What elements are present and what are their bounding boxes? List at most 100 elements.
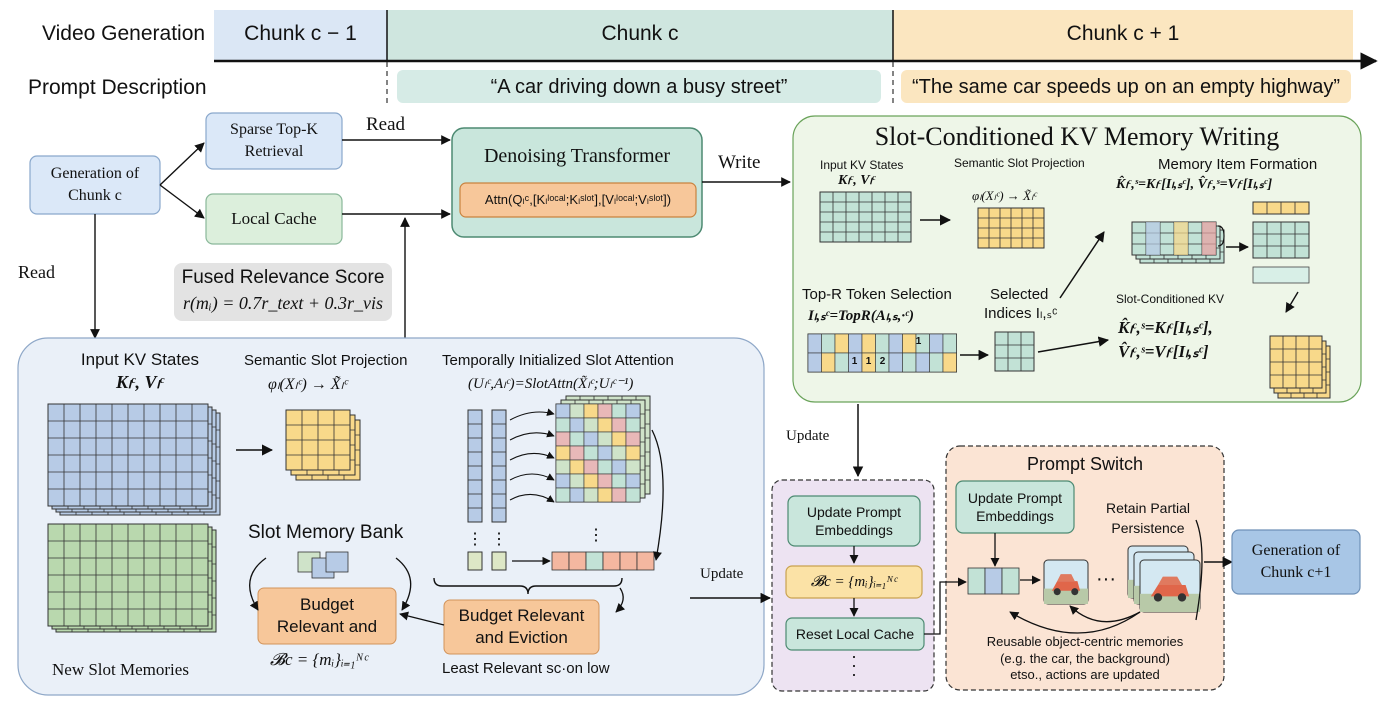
- sw-token-num: 1: [915, 336, 922, 347]
- sw-token-cell: [807, 352, 822, 373]
- sw-token-cell: [821, 352, 836, 373]
- sw-token-cell: [929, 352, 944, 373]
- sw-token-num: 1: [851, 356, 858, 367]
- sm-slot-bottom-1: [467, 551, 483, 571]
- sw-mem-accent: [1174, 222, 1188, 255]
- sm-least-relevant: Least Relevant sc·on low: [442, 660, 610, 677]
- write-label: Write: [718, 152, 761, 173]
- attn-formula-box: [459, 182, 697, 218]
- sw-token-cell: [875, 333, 890, 354]
- sm-attn-cell: [555, 473, 571, 489]
- sm-attn-cell: [611, 473, 627, 489]
- sm-attn-cell: [555, 487, 571, 503]
- ps-car-stack-front: [1139, 559, 1201, 613]
- sw-mem-top-row: [1252, 201, 1310, 215]
- sm-bank-label: Slot Memory Bank: [248, 522, 404, 543]
- chunk-prev-label: Chunk c − 1: [244, 22, 357, 45]
- sm-vdots: ⋮: [491, 531, 507, 548]
- sm-attn-cell: [583, 473, 599, 489]
- sw-input-kv-grid: [819, 191, 912, 243]
- sw-input-kv-label: Input KV States: [820, 158, 904, 172]
- sw-token-cell: [848, 333, 863, 354]
- attn-formula-text: Attn(Qₗᶜ,[Kₗˡᵒᶜᵃˡ;Kₗˢˡᵒᵗ],[Vₗˡᵒᶜᵃˡ;Vₗˢˡᵒ…: [484, 192, 672, 207]
- sm-attn-cell: [583, 403, 599, 419]
- sw-memory-item-formula: K̂ₗᶜ,ˢ=Kₗᶜ[Iₗ,ₛᶜ], V̂ₗᶜ,ˢ=Vₗᶜ[Iₗ,ₛᶜ]: [1116, 177, 1273, 192]
- update-label-2: Update: [700, 566, 744, 582]
- sw-token-cell: [821, 333, 836, 354]
- update-label-1: Update: [786, 428, 830, 444]
- sw-token-cell: [929, 333, 944, 354]
- sw-selected-label: Selected: [990, 286, 1049, 303]
- sm-semantic-proj-formula: φₗ(Xₗᶜ) → X̃ₗᶜ: [268, 376, 348, 393]
- sm-slot-col-1: [467, 409, 483, 523]
- sm-attn-cell: [597, 431, 613, 447]
- video-generation-label: Video Generation: [42, 22, 206, 45]
- sm-budget-evict-text: Budget Relevant and Eviction: [458, 606, 585, 647]
- sm-attn-cell: [611, 417, 627, 433]
- sw-mem-accent: [1202, 222, 1216, 255]
- sm-attn-arrow: [509, 493, 555, 503]
- slot-writing-panel: [792, 115, 1362, 403]
- read-label-left: Read: [18, 262, 55, 282]
- sw-token-cell: [834, 352, 849, 373]
- sw-topr-formula: Iₗ,ₛᶜ=TopR(Aₗ,ₛ,·ᶜ): [808, 308, 914, 324]
- local-cache-text: Local Cache: [231, 209, 317, 228]
- chunk-curr-label: Chunk c: [601, 22, 679, 45]
- ps-retain-partial: Retain Partial Persistence: [1105, 500, 1191, 536]
- sm-bank-tile: [325, 551, 349, 573]
- fused-score-box: [174, 263, 392, 321]
- sm-attn-cell: [583, 431, 599, 447]
- sm-attn-cell: [597, 473, 613, 489]
- sm-budget-formula: 𝓑c = {mᵢ}ᵢ₌₁ᴺᶜ: [270, 650, 368, 669]
- chunk-prev-band: [214, 10, 387, 60]
- sw-token-cell: [807, 333, 822, 354]
- sw-token-cell: [942, 352, 957, 373]
- up-bc-formula-text: 𝓑c = {mᵢ}ᵢ₌₁ᴺᶜ: [810, 574, 898, 590]
- sm-attn-cell: [555, 403, 571, 419]
- sw-token-cell: [834, 333, 849, 354]
- sm-attn-cell: [625, 487, 641, 503]
- budget-left-box: [257, 587, 397, 645]
- sm-slot-col-2: [491, 409, 507, 523]
- sm-attn-vdots: ⋮: [588, 527, 604, 544]
- sm-temporal-formula: (Uₗᶜ,Aₗᶜ)=SlotAttn(X̃ₗᶜ;Uₗᶜ⁻¹): [468, 376, 634, 392]
- sm-attn-cell: [597, 459, 613, 475]
- sm-attn-cell: [555, 417, 571, 433]
- sm-attn-cell: [569, 487, 585, 503]
- slot-writing-title: Slot-Conditioned KV Memory Writing: [874, 122, 1280, 151]
- sm-attn-cell: [569, 459, 585, 475]
- sm-attn-cell: [583, 459, 599, 475]
- sparse-retrieval-text: Sparse Top-K Retrieval: [230, 121, 318, 160]
- chunk-next-band: [893, 10, 1353, 60]
- fused-title: Fused Relevance Score: [181, 267, 385, 288]
- generation-chunk-next-box: [1231, 529, 1361, 595]
- sm-green-stack-layer: [47, 523, 209, 627]
- sm-attn-cell: [569, 417, 585, 433]
- up-update-prompt-text: Update Prompt Embeddings: [806, 504, 902, 538]
- sm-attn-cell: [569, 445, 585, 461]
- sm-semantic-proj-label: Semantic Slot Projection: [244, 352, 408, 369]
- generation-chunk-c-text: Generation of Chunk c: [50, 165, 140, 204]
- generation-chunk-next-text: Generation of Chunk c+1: [1251, 542, 1341, 581]
- sw-semantic-proj-formula: φₗ(Xₗᶜ) → X̃ₗᶜ: [972, 188, 1037, 203]
- sm-out-cell: [551, 551, 570, 571]
- sm-input-kv-label: Input KV States: [80, 350, 200, 369]
- sm-attn-cell: [625, 459, 641, 475]
- sm-attn-arrow: [509, 473, 555, 481]
- ps-dots: ···: [1096, 568, 1116, 590]
- sm-attn-cell: [611, 445, 627, 461]
- sw-token-cell: [861, 333, 876, 354]
- sm-attn-cell: [611, 403, 627, 419]
- sm-attn-cell: [597, 487, 613, 503]
- sm-blue-stack-layer: [47, 403, 209, 507]
- up-more-dots: ···: [851, 646, 857, 684]
- sm-attn-cell: [583, 445, 599, 461]
- sm-attn-cell: [611, 487, 627, 503]
- sw-token-cell: [888, 333, 903, 354]
- prompt-curr-bg: [397, 70, 881, 103]
- sm-input-kv-formula: Kₗᶜ, Vₗᶜ: [115, 372, 165, 392]
- sm-out-cell: [636, 551, 655, 571]
- sm-temporal-label: Temporally Initialized Slot Attention: [442, 352, 674, 369]
- sm-attn-cell: [555, 459, 571, 475]
